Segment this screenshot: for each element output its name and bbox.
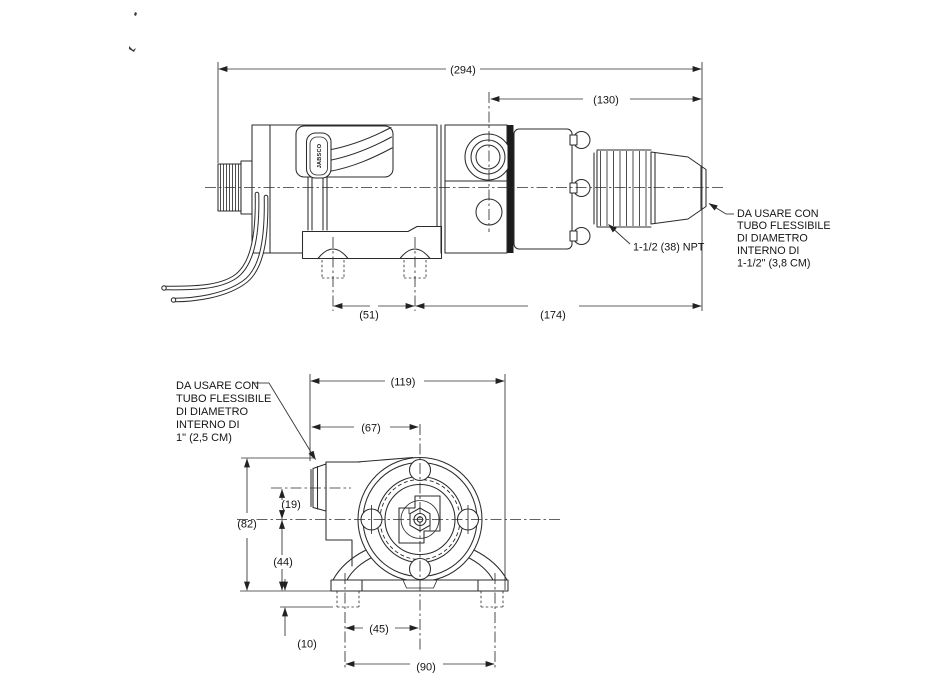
power-wires [161, 191, 269, 303]
hose-note-line: DI DIAMETRO [176, 406, 249, 418]
side-view: JABSCO [161, 62, 831, 322]
badge-strap [307, 176, 328, 231]
hose-note-line: INTERNO DI [737, 245, 799, 257]
dim-port-above-center-label: (19) [281, 499, 301, 511]
hose-note-line: DA USARE CON [737, 208, 819, 220]
intake-port [310, 456, 414, 567]
side-hose-note: DA USARE CON TUBO FLESSIBILE DI DIAMETRO… [708, 203, 831, 270]
dim-port-to-center-label: (67) [361, 423, 381, 435]
npt-label: 1-1/2 (38) NPT [633, 242, 705, 254]
mounting-bracket [301, 225, 443, 279]
hose-note-line: 1-1/2" (3,8 CM) [737, 258, 810, 270]
pump-head [440, 124, 514, 254]
front-view-centerlines [237, 424, 562, 670]
hose-note-line: TUBO FLESSIBILE [737, 220, 831, 232]
dim-overall-length-label: (294) [450, 65, 476, 77]
side-view-dimensions: (294) (130) (51) (174) [217, 62, 703, 322]
foot-grommet [399, 248, 431, 260]
dim-foot-spacing-label: (90) [416, 662, 436, 674]
dim-foot-pad-height-label: (10) [297, 639, 317, 651]
label-recess [295, 125, 394, 178]
hose-note-line: DI DIAMETRO [737, 233, 808, 245]
brand-text: JABSCO [317, 143, 323, 168]
dim-overall-width-label: (119) [391, 377, 416, 389]
hose-note-line: 1" (2,5 CM) [176, 432, 232, 444]
hose-note-line: TUBO FLESSIBILE [176, 393, 271, 405]
jabsco-badge: JABSCO [305, 132, 332, 179]
foot-grommet [317, 248, 349, 260]
hose-barb-outlet [650, 151, 707, 225]
dim-center-to-foot-label: (45) [369, 624, 389, 636]
mounting-base [330, 579, 509, 608]
wire-terminal [161, 285, 167, 291]
dim-center-to-base-label: (44) [273, 557, 293, 569]
hose-note-line: DA USARE CON [176, 380, 259, 392]
front-view-dimensions: (119) (67) (82) (19) (44) (10) (45) [237, 374, 506, 674]
outlet-thread-section [593, 149, 652, 228]
front-hose-note: DA USARE CON TUBO FLESSIBILE DI DIAMETRO… [176, 380, 316, 460]
npt-callout: 1-1/2 (38) NPT [608, 224, 705, 254]
dim-overall-height-label: (82) [237, 519, 257, 531]
discharge-port [464, 133, 512, 181]
joint-band [507, 125, 514, 253]
front-view: (119) (67) (82) (19) (44) (10) (45) [176, 374, 562, 674]
macerator-cutter-plate [398, 495, 441, 544]
dim-foot-spacing-label: (51) [359, 310, 379, 322]
dim-foot-to-outlet-label: (174) [540, 310, 566, 322]
outlet-housing [513, 128, 591, 250]
housing-bolt [569, 130, 591, 246]
dim-to-port-center-label: (130) [593, 95, 619, 107]
hose-note-line: INTERNO DI [176, 419, 240, 431]
scan-artifact [129, 12, 137, 52]
wire-terminal [170, 297, 177, 303]
